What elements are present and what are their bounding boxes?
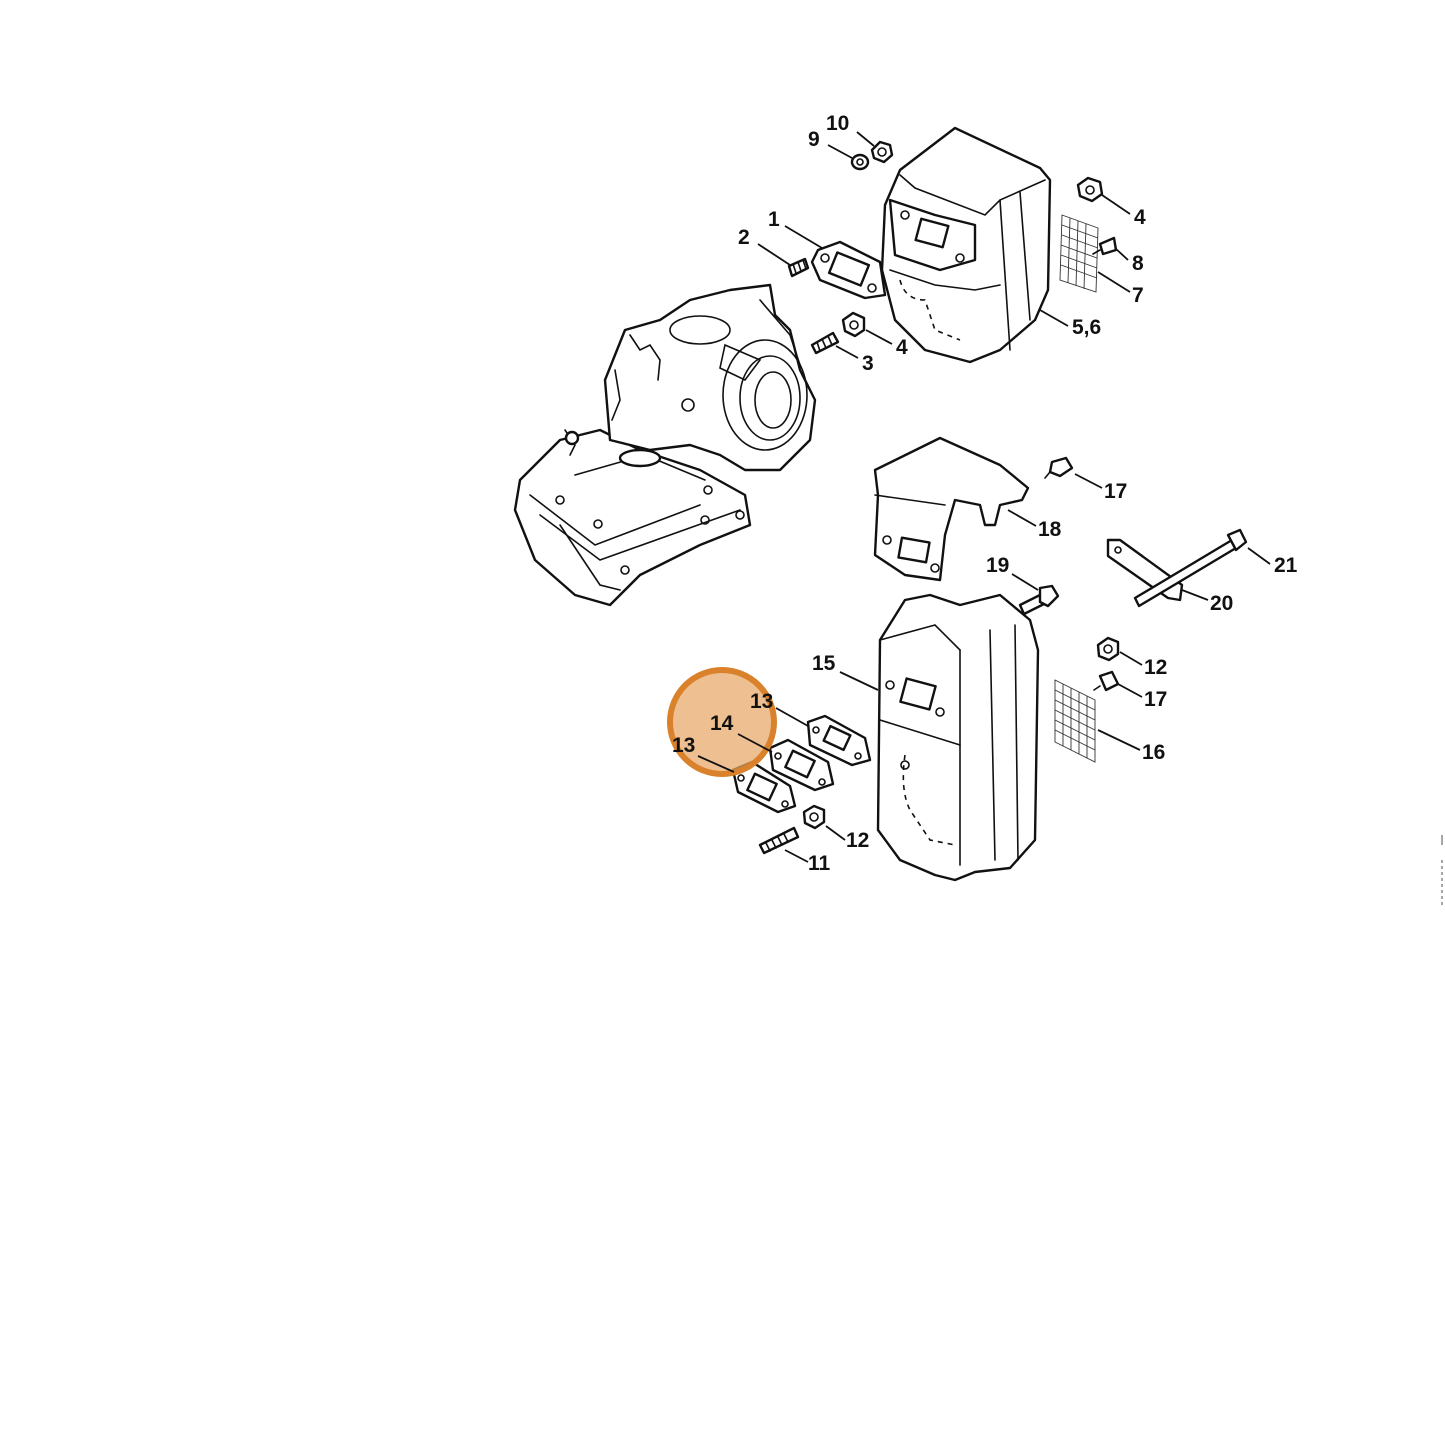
upper-muffler — [880, 126, 1052, 364]
callout-11: 11 — [808, 852, 831, 875]
callout-16: 16 — [1142, 741, 1165, 764]
nut-4-bottom — [841, 311, 866, 338]
leader-lines — [697, 131, 1271, 863]
highlight-circle — [667, 667, 777, 777]
callout-4: 4 — [896, 336, 908, 359]
callouts: 10 9 4 8 1 2 7 4 5,6 3 17 18 21 19 20 15… — [672, 112, 1298, 875]
nut-12-bottom — [802, 804, 826, 830]
washer-9 — [850, 153, 870, 171]
nut-10 — [870, 140, 894, 164]
lower-muffler — [876, 593, 1040, 882]
callout-15: 15 — [812, 652, 836, 675]
stud-3 — [810, 331, 840, 355]
callout-7: 7 — [1132, 284, 1144, 307]
gasket-13-lower — [731, 760, 797, 814]
engine-housing — [513, 283, 817, 607]
callout-9: 9 — [808, 128, 820, 151]
upper-spark-screen — [1059, 214, 1099, 293]
callout-12: 12 — [846, 829, 869, 852]
callout-3: 3 — [862, 352, 874, 375]
callout-8: 8 — [1132, 252, 1144, 275]
gasket-13-upper — [806, 714, 872, 767]
screw-8 — [1092, 236, 1118, 256]
heat-shield — [873, 436, 1030, 582]
screw-17-top — [1044, 456, 1074, 479]
callout-2: 2 — [738, 226, 750, 249]
callout-12: 12 — [1144, 656, 1167, 679]
stud-11 — [758, 826, 800, 855]
callout-13: 13 — [750, 690, 773, 713]
lower-spark-screen — [1054, 679, 1096, 763]
callout-18: 18 — [1038, 518, 1062, 541]
callout-4: 4 — [1134, 206, 1146, 229]
stud-2 — [787, 257, 810, 278]
callout-1: 1 — [768, 208, 780, 231]
callout-17: 17 — [1144, 688, 1167, 711]
callout-13: 13 — [672, 734, 695, 757]
callout-5-6: 5,6 — [1072, 316, 1101, 339]
callout-10: 10 — [826, 112, 849, 135]
screw-19 — [1018, 584, 1060, 616]
callout-14: 14 — [710, 712, 734, 735]
nut-4-top — [1076, 176, 1104, 203]
callout-17: 17 — [1104, 480, 1127, 503]
callout-21: 21 — [1274, 554, 1298, 577]
gasket-1 — [810, 240, 887, 300]
nut-12-right — [1096, 636, 1120, 662]
plate-14 — [768, 738, 835, 792]
screw-17-bottom — [1093, 670, 1120, 692]
callout-20: 20 — [1210, 592, 1233, 615]
bolt-21 — [1133, 528, 1248, 608]
callout-19: 19 — [986, 554, 1009, 577]
